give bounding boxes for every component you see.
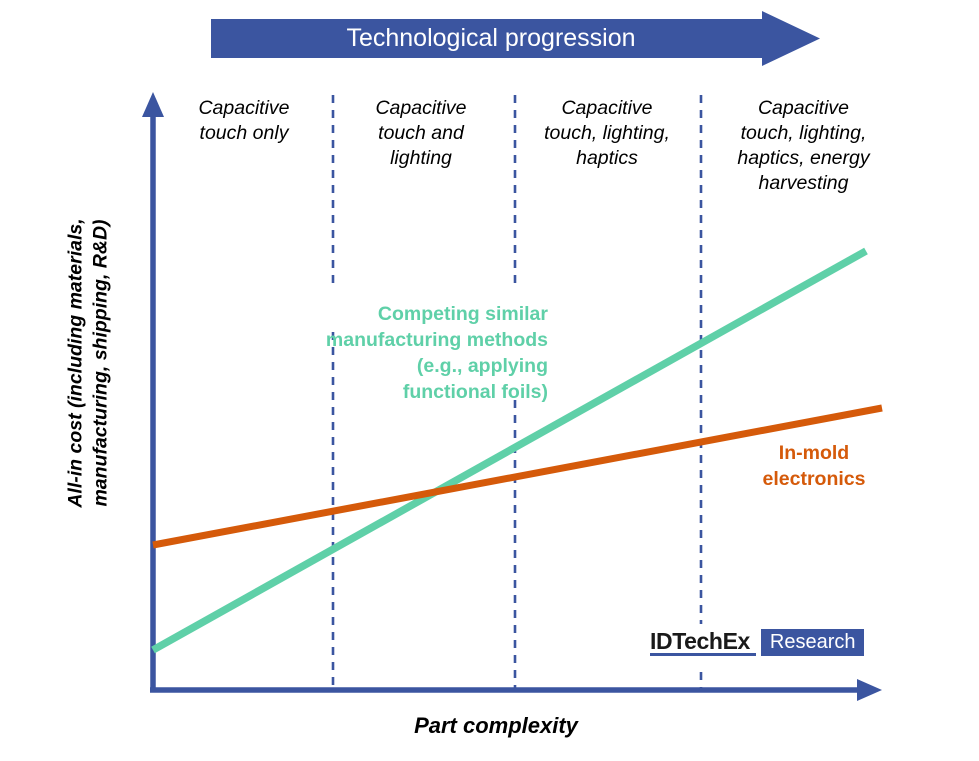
series-line-in-mold-electronics xyxy=(152,404,883,549)
category-header-1: Capacitive touch only xyxy=(198,97,290,144)
series-line-competing-methods xyxy=(151,247,868,654)
technological-progression-banner: Technological progression xyxy=(211,11,820,66)
banner-arrow-shape xyxy=(211,11,820,66)
x-axis-title: Part complexity xyxy=(414,713,578,738)
logo-wordmark: IDTechEx xyxy=(650,629,756,656)
y-axis-title: All-in cost (including materials, manufa… xyxy=(64,218,112,508)
category-header-3: Capacitive touch, lighting, haptics xyxy=(544,97,670,169)
banner-label: Technological progression xyxy=(346,24,636,52)
idtechex-research-logo: IDTechEx Research xyxy=(650,629,864,656)
series-label-in-mold-electronics: In-mold electronics xyxy=(762,442,866,490)
y-axis xyxy=(142,92,164,690)
category-header-4: Capacitive touch, lighting, haptics, ene… xyxy=(737,97,870,194)
series-label-competing-methods: Competing similar manufacturing methods … xyxy=(325,303,548,403)
x-axis xyxy=(150,679,882,701)
logo-research-badge: Research xyxy=(760,629,864,656)
category-header-2: Capacitive touch and lighting xyxy=(375,97,467,169)
